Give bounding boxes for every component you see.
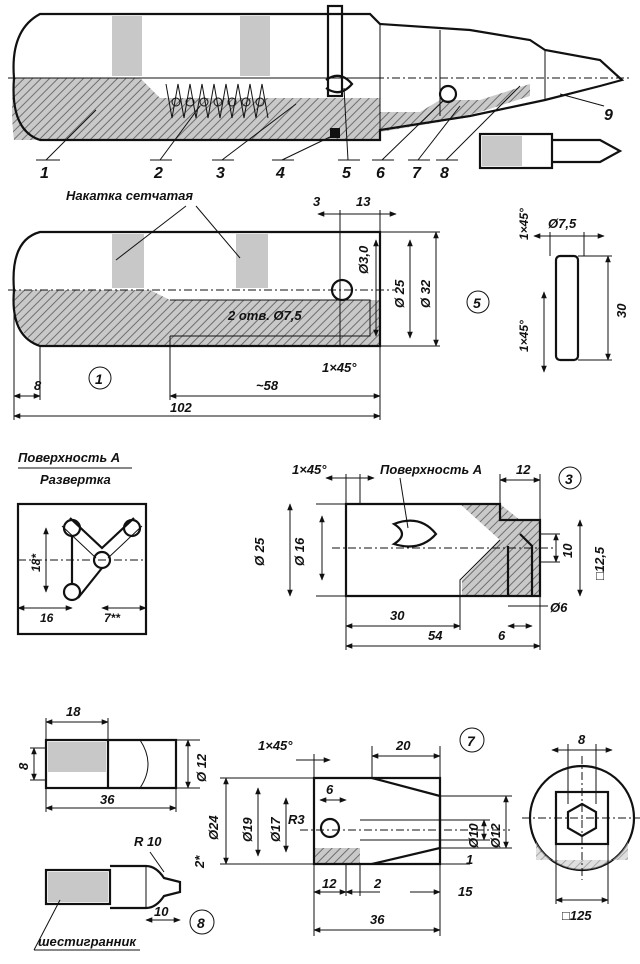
callout-6: 6	[376, 165, 385, 182]
surface-a-title: Поверхность А	[18, 450, 120, 465]
bit-dim-36: 36	[100, 792, 115, 807]
callout-7: 7	[412, 165, 422, 182]
dim-58: ~58	[256, 378, 279, 393]
dim-3: 3	[313, 194, 321, 209]
callout-1: 1	[40, 165, 49, 182]
knurl-label: Накатка сетчатая	[66, 188, 193, 203]
p3-surface-label: Поверхность А	[380, 462, 482, 477]
p7-dim-r3: R3	[288, 812, 305, 827]
handle-drawing: Накатка сетчатая 3 13 Ø3,0 2 отв. Ø7,5 Ø…	[8, 188, 490, 420]
end-dim-8: 8	[578, 732, 586, 747]
p3-dim-d6: Ø6	[550, 600, 568, 615]
surf-dim-7: 7**	[104, 611, 121, 625]
dim-8: 8	[34, 378, 42, 393]
p7-dim-2star: 2*	[192, 855, 207, 869]
p3-dim-d25: Ø 25	[252, 537, 267, 566]
callout-2: 2	[153, 165, 163, 182]
p7-dim-d12: Ø12	[488, 823, 503, 848]
bit-dim-8: 8	[16, 762, 31, 770]
p8-dim-10: 10	[154, 904, 169, 919]
p3-dim-sq125: □12,5	[592, 546, 607, 580]
callout-9: 9	[604, 107, 613, 124]
callout-8: 8	[440, 165, 449, 182]
p8-hex-label: шестигранник	[38, 934, 137, 949]
p3-marker-label: 3	[565, 471, 573, 487]
part3-drawing: 1×45° Поверхность А 12 3 Ø 25 Ø 16 10 □1…	[252, 462, 607, 650]
p7-dim-d10: Ø10	[466, 823, 481, 848]
pin-dim-chamfer-top: 1×45°	[517, 208, 531, 240]
dim-d25: Ø 25	[392, 279, 407, 308]
p7-marker-label: 7	[467, 733, 476, 749]
assembly-view: 1 2 3 4 5 6 7 8 9	[8, 4, 630, 182]
surf-dim-16: 16	[40, 611, 54, 625]
part3-marker	[558, 466, 582, 490]
p3-dim-12: 12	[516, 462, 531, 477]
p3-dim-30: 30	[390, 608, 405, 623]
p7-dim-chamfer: 1×45°	[258, 738, 293, 753]
end-dim-sq125: □125	[562, 908, 592, 923]
pin-drawing: Ø7,5 1×45° 1×45° 30	[517, 208, 629, 373]
part1-marker	[88, 366, 112, 390]
dim-chamfer: 1×45°	[322, 360, 357, 375]
bit-detail	[478, 132, 623, 170]
dim-13: 13	[356, 194, 371, 209]
p8-dim-r10: R 10	[134, 834, 162, 849]
part5-marker	[466, 290, 490, 314]
p7-dim-2: 2	[373, 876, 382, 891]
part8-marker	[189, 909, 215, 935]
p7-dim-d19: Ø19	[240, 817, 255, 842]
bit-drawing: 18 8 Ø 12 36	[16, 704, 209, 812]
spring	[165, 83, 269, 119]
pin-dim-d75: Ø7,5	[548, 216, 577, 231]
bit-dim-18: 18	[66, 704, 81, 719]
p7-dim-d24: Ø24	[206, 815, 221, 840]
p3-dim-6: 6	[498, 628, 506, 643]
pin-dim-chamfer-bottom: 1×45°	[517, 320, 531, 352]
callout-3: 3	[216, 165, 225, 182]
part5-marker-label: 5	[473, 295, 481, 311]
p7-dim-20: 20	[395, 738, 411, 753]
p7-dim-1: 1	[466, 852, 473, 867]
pin-dim-30: 30	[614, 303, 629, 318]
callout-4: 4	[275, 165, 285, 182]
surface-a-subtitle: Развертка	[40, 472, 111, 487]
surface-a-development: Поверхность А Развертка 18* 16 7**	[16, 450, 148, 636]
part1-marker-label: 1	[95, 371, 103, 387]
p7-dim-12: 12	[322, 876, 337, 891]
part7-marker	[459, 727, 485, 753]
p3-dim-54: 54	[428, 628, 443, 643]
p7-dim-6: 6	[326, 782, 334, 797]
p3-dim-d16: Ø 16	[292, 537, 307, 566]
p7-dim-d17: Ø17	[268, 817, 283, 842]
p3-dim-10: 10	[560, 543, 575, 558]
dim-d32: Ø 32	[418, 279, 433, 308]
dim-d30: Ø3,0	[356, 245, 371, 274]
part8-drawing: R 10 10 8 шестигранник	[33, 834, 215, 951]
surf-dim-18: 18*	[29, 553, 43, 572]
p3-dim-chamfer: 1×45°	[292, 462, 327, 477]
dim-102: 102	[170, 400, 192, 415]
callout-5: 5	[342, 165, 352, 182]
bit-dim-d12: Ø 12	[194, 753, 209, 782]
p7-dim-15: 15	[458, 884, 473, 899]
p8-marker-label: 8	[197, 915, 205, 931]
p7-dim-36: 36	[370, 912, 385, 927]
dim-holes: 2 отв. Ø7,5	[227, 308, 302, 323]
end-view: 8 □125	[522, 732, 640, 923]
part7-drawing: 7 1×45° 20 Ø24 2* Ø19 Ø17 6 R3 Ø10 Ø12 1	[192, 727, 512, 936]
